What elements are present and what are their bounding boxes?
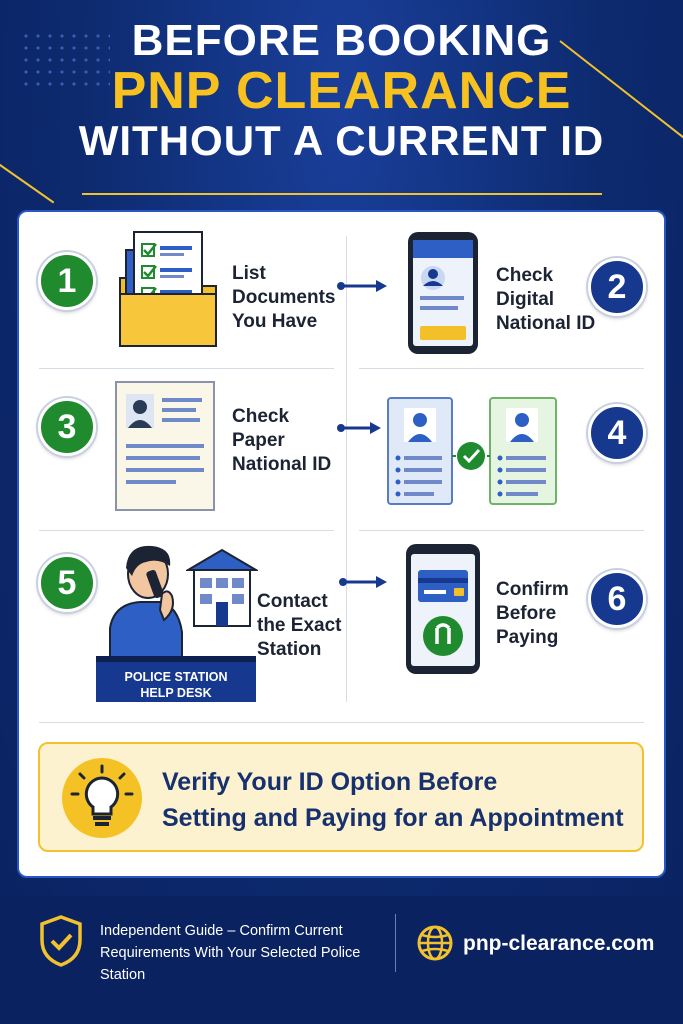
phone-id-icon bbox=[408, 232, 478, 354]
arrow-right-icon bbox=[337, 280, 387, 292]
title-rule bbox=[82, 193, 602, 195]
help-desk-sign: POLICE STATION HELP DESK bbox=[96, 656, 256, 702]
step-5-number: 5 bbox=[38, 554, 96, 612]
paper-id-icon bbox=[115, 381, 215, 511]
step-4-number: 4 bbox=[588, 404, 646, 462]
row-divider bbox=[39, 530, 334, 531]
step-2-label: Check Digital National ID bbox=[496, 265, 596, 334]
footer-url-link[interactable]: pnp-clearance.com bbox=[463, 932, 655, 955]
row-divider bbox=[39, 368, 334, 369]
phone-payment-icon bbox=[406, 544, 480, 674]
title-line-1: BEFORE BOOKING bbox=[131, 16, 552, 65]
globe-icon bbox=[417, 925, 453, 961]
tip-box: Verify Your ID Option Before Setting and… bbox=[38, 742, 644, 852]
row-divider bbox=[359, 530, 644, 531]
caller-icon bbox=[109, 545, 183, 658]
step-3-number: 3 bbox=[38, 398, 96, 456]
header: BEFORE BOOKING PNP CLEARANCE WITHOUT A C… bbox=[0, 16, 683, 164]
step-1-number: 1 bbox=[38, 252, 96, 310]
footer-note: Independent Guide – Confirm Current Requ… bbox=[100, 923, 361, 983]
step-3-label: Check Paper National ID bbox=[232, 406, 332, 475]
step-5-label: Contact the Exact Station bbox=[257, 591, 342, 660]
lightbulb-icon bbox=[62, 758, 142, 838]
step-6-label: Confirm Before Paying bbox=[496, 579, 569, 648]
title-line-3: WITHOUT A CURRENT ID bbox=[78, 116, 605, 164]
step-2-number: 2 bbox=[588, 258, 646, 316]
center-divider bbox=[346, 236, 347, 702]
folder-checklist-icon bbox=[119, 231, 217, 347]
footer: Independent Guide – Confirm Current Requ… bbox=[0, 896, 683, 1024]
footer-separator bbox=[395, 914, 396, 972]
help-desk-line-1: POLICE STATION bbox=[124, 670, 228, 684]
id-cards-check-icon bbox=[387, 397, 557, 505]
row-divider bbox=[359, 368, 644, 369]
shield-check-icon bbox=[40, 915, 82, 967]
building-icon bbox=[186, 548, 258, 627]
arrow-right-icon bbox=[339, 576, 387, 588]
title-line-2: PNP CLEARANCE bbox=[111, 62, 572, 121]
tip-text: Verify Your ID Option Before Setting and… bbox=[162, 768, 624, 832]
row-divider bbox=[39, 722, 644, 723]
step-6-number: 6 bbox=[588, 570, 646, 628]
decor-dots bbox=[20, 30, 110, 90]
help-desk-line-2: HELP DESK bbox=[140, 686, 212, 700]
arrow-right-icon bbox=[337, 422, 381, 434]
step-1-label: List Documents You Have bbox=[232, 263, 336, 332]
